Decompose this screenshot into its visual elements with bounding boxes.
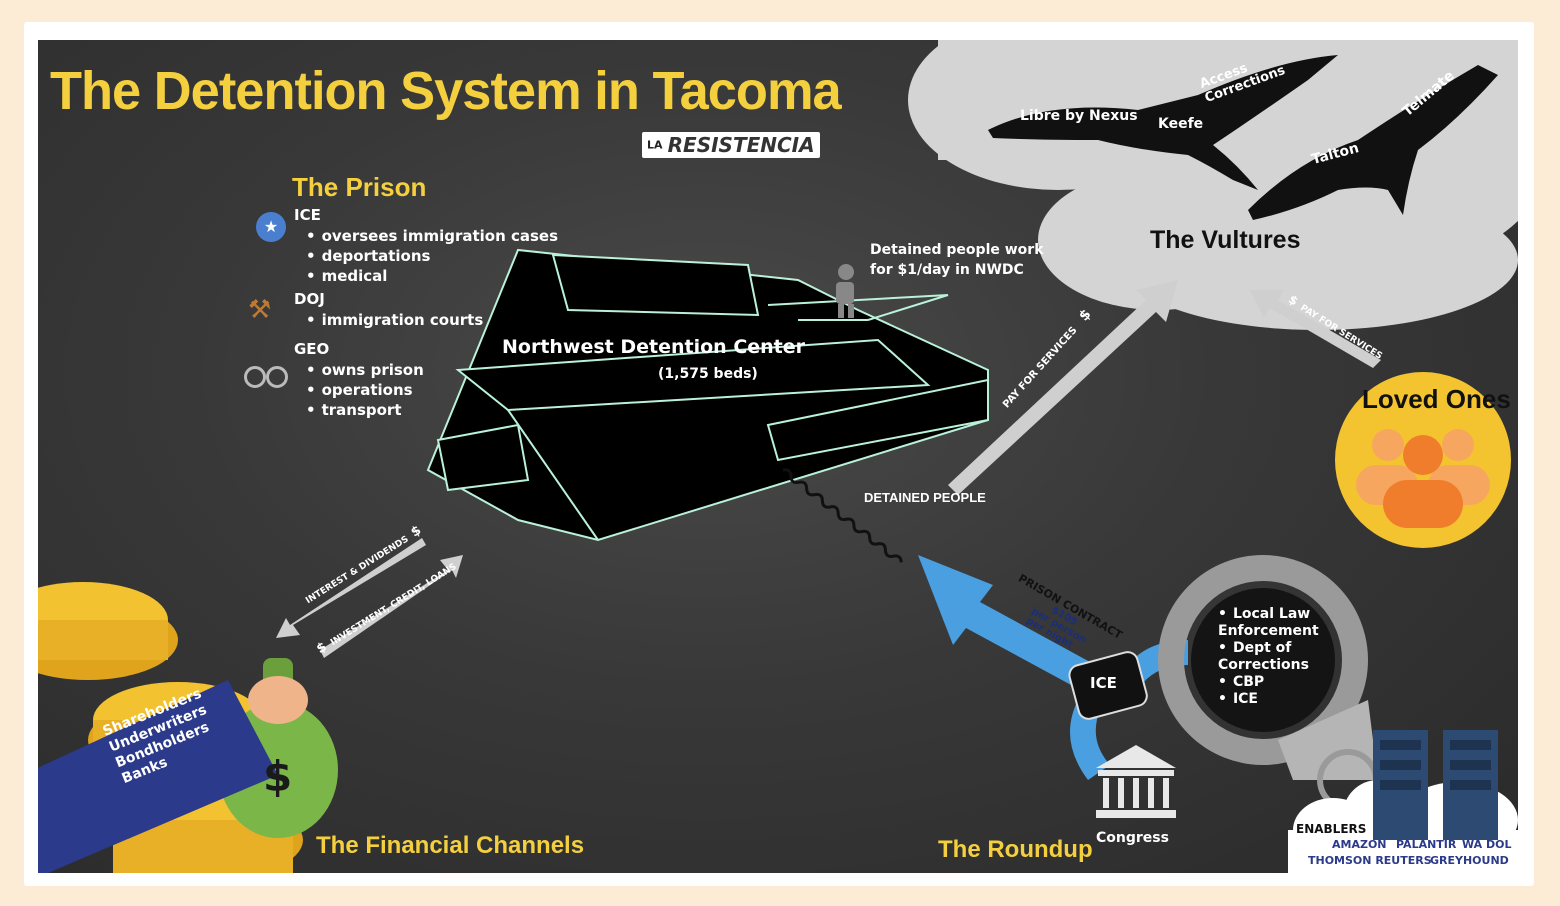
handcuffs-icon <box>244 360 288 388</box>
list-item: ICE <box>1218 691 1348 708</box>
work-note-line2: for $1/day in NWDC <box>870 262 1024 278</box>
enablers-heading: ENABLERS <box>1296 822 1367 836</box>
work-note-line1: Detained people work <box>870 242 1044 258</box>
pay-for-services-arrow <box>948 280 1178 495</box>
worker-figure <box>836 264 854 318</box>
congress-icon <box>1096 745 1176 818</box>
doj-duties: immigration courts <box>294 310 484 330</box>
detention-center-building <box>426 248 989 542</box>
logo-text: RESISTENCIA <box>667 133 815 157</box>
enabler-name: PALANTIR <box>1396 838 1457 851</box>
agency-geo: GEO <box>294 340 330 358</box>
prison-heading: The Prison <box>292 172 427 202</box>
poster-graphics <box>38 40 1518 873</box>
investment-arrow <box>320 555 463 658</box>
vultures-heading: The Vultures <box>1150 226 1301 254</box>
list-item: owns prison <box>306 360 424 380</box>
list-item: transport <box>306 400 424 420</box>
roundup-agencies: Local Law Enforcement Dept of Correction… <box>1206 606 1348 708</box>
chain <box>782 468 903 563</box>
page-title: The Detention System in Tacoma <box>50 61 842 121</box>
ice-contract-label: ICE <box>1090 674 1117 692</box>
poster: The Detention System in Tacoma LA RESIST… <box>38 40 1518 873</box>
enabler-name: GREYHOUND <box>1430 854 1509 867</box>
interest-arrow <box>276 538 426 638</box>
sleeve-arm <box>38 676 308 873</box>
loved-ones-label: Loved Ones <box>1362 384 1511 414</box>
loved-ones-circle <box>1335 372 1511 548</box>
list-item: medical <box>306 266 558 286</box>
ice-badge-icon: ★ <box>256 212 286 242</box>
congress-label: Congress <box>1096 830 1169 846</box>
list-item: CBP <box>1218 674 1348 691</box>
vulture-right <box>1248 65 1498 220</box>
enabler-name: AMAZON <box>1332 838 1387 851</box>
server-racks <box>1373 730 1498 840</box>
list-item: deportations <box>306 246 558 266</box>
vulture-left <box>988 55 1338 190</box>
roundup-heading: The Roundup <box>938 836 1093 863</box>
vulture-company: Libre by Nexus <box>1020 108 1138 124</box>
resistencia-logo: LA RESISTENCIA <box>642 132 820 158</box>
agency-doj: DOJ <box>294 290 325 308</box>
enabler-name: THOMSON REUTERS <box>1308 854 1432 867</box>
financial-heading: The Financial Channels <box>316 832 585 859</box>
vulture-company: Keefe <box>1158 116 1204 132</box>
ice-box <box>1068 651 1148 720</box>
list-item: Dept of Corrections <box>1218 640 1348 674</box>
list-item: oversees immigration cases <box>306 226 558 246</box>
facility-name: Northwest Detention Center <box>502 336 806 358</box>
ice-duties: oversees immigration cases deportations … <box>294 226 558 286</box>
logo-prefix: LA <box>647 138 663 152</box>
list-item: operations <box>306 380 424 400</box>
detained-people-label: DETAINED PEOPLE <box>864 490 986 505</box>
gavel-icon: ⚒ <box>248 295 272 325</box>
agency-ice: ICE <box>294 206 321 224</box>
enabler-name: WA DOL <box>1462 838 1512 851</box>
geo-duties: owns prison operations transport <box>294 360 424 420</box>
money-bag-symbol: $ <box>263 752 293 801</box>
facility-beds: (1,575 beds) <box>658 366 758 382</box>
list-item: Local Law Enforcement <box>1218 606 1348 640</box>
loved-ones-arrow <box>1250 290 1381 368</box>
list-item: immigration courts <box>306 310 484 330</box>
